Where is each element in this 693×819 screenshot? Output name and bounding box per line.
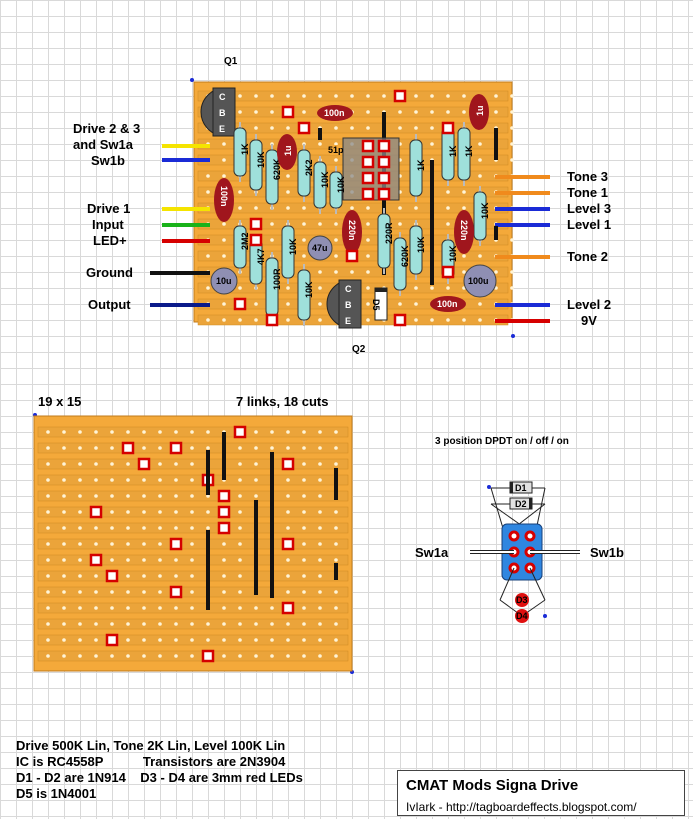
connection-label: Tone 3 xyxy=(567,169,608,184)
resistor-value: 4K7 xyxy=(256,248,266,265)
svg-text:220n: 220n xyxy=(459,220,469,241)
electrolytic-capacitors: 47u 10u 100u xyxy=(210,235,497,298)
left-wires xyxy=(150,144,210,307)
svg-text:100n: 100n xyxy=(324,108,345,118)
resistor-value: 100R xyxy=(272,268,282,290)
resistor-value: 1K xyxy=(240,143,250,155)
resistor-value: 2M2 xyxy=(240,232,250,250)
resistor-value: 10K xyxy=(480,202,490,219)
svg-text:51p: 51p xyxy=(328,145,344,155)
svg-text:D2: D2 xyxy=(515,499,527,509)
svg-text:B: B xyxy=(345,300,352,310)
svg-text:C: C xyxy=(219,92,226,102)
resistor-value: 10K xyxy=(304,281,314,298)
connection-label: 9V xyxy=(581,313,597,328)
svg-text:D3: D3 xyxy=(516,595,528,605)
author-url[interactable]: IvIark - http://tagboardeffects.blogspot… xyxy=(406,800,637,814)
links-cuts: 7 links, 18 cuts xyxy=(236,394,329,409)
svg-text:1u: 1u xyxy=(283,145,293,156)
resistor-value: 10K xyxy=(256,151,266,168)
svg-text:Sw1a: Sw1a xyxy=(415,545,449,560)
note-line: IC is RC4558P Transistors are 2N3904 xyxy=(16,754,286,769)
connection-label: Output xyxy=(88,297,131,312)
svg-text:B: B xyxy=(219,108,226,118)
resistor-value: 620K xyxy=(272,158,282,180)
svg-text:220n: 220n xyxy=(347,220,357,241)
svg-text:100n: 100n xyxy=(437,299,458,309)
svg-text:E: E xyxy=(219,124,225,134)
svg-text:100n: 100n xyxy=(219,186,229,207)
film-capacitors: 100n 1u 1u 100n 220n 220n 100n 51p xyxy=(214,94,489,312)
resistor-value: 10K xyxy=(288,238,298,255)
resistor-value: 1K xyxy=(464,145,474,157)
connection-label: Tone 1 xyxy=(567,185,608,200)
connection-label: Drive 1 xyxy=(87,201,130,216)
credit-box: CMAT Mods Signa Drive IvIark - http://ta… xyxy=(397,770,685,816)
connection-label: Tone 2 xyxy=(567,249,608,264)
svg-text:Sw1b: Sw1b xyxy=(590,545,624,560)
top-cuts xyxy=(233,89,455,327)
svg-text:D4: D4 xyxy=(516,611,528,621)
bottom-stripboard xyxy=(33,415,353,672)
svg-text:1u: 1u xyxy=(475,105,485,116)
dpdt-switch: 3 position DPDT on / off / on D1 D2 Sw1a… xyxy=(415,436,624,623)
note-line: D1 - D2 are 1N914 D3 - D4 are 3mm red LE… xyxy=(16,770,303,785)
connection-label: Sw1b xyxy=(91,153,125,168)
resistor-value: 1K xyxy=(448,145,458,157)
resistor-value: 10K xyxy=(320,171,330,188)
svg-text:100u: 100u xyxy=(468,276,489,286)
resistor-value: 2K2 xyxy=(304,159,314,176)
svg-text:47u: 47u xyxy=(312,243,328,253)
connection-label: LED+ xyxy=(93,233,127,248)
connection-label: Level 2 xyxy=(567,297,611,312)
svg-text:C: C xyxy=(345,284,352,294)
connection-label: and Sw1a xyxy=(73,137,134,152)
svg-text:E: E xyxy=(345,316,351,326)
resistor-value: 1K xyxy=(416,159,426,171)
project-title: CMAT Mods Signa Drive xyxy=(406,777,579,794)
resistor-value: 10K xyxy=(416,236,426,253)
connection-label: Input xyxy=(92,217,124,232)
resistors: 1K 10K 620K 2K2 10K 10K 1K 1K 1K 10K 2M2 4K7 10K 100R… xyxy=(233,122,490,326)
connection-label: Drive 2 & 3 xyxy=(73,121,140,136)
transistor-q1: C B E xyxy=(200,87,236,137)
connection-label: Level 1 xyxy=(567,217,611,232)
right-wires xyxy=(495,175,550,323)
label-q2: Q2 xyxy=(352,344,366,355)
svg-text:D1: D1 xyxy=(515,483,527,493)
svg-text:3 position DPDT on / off / on: 3 position DPDT on / off / on xyxy=(435,436,569,447)
svg-text:10u: 10u xyxy=(216,276,232,286)
resistor-value: 10K xyxy=(448,245,458,262)
note-line: D5 is 1N4001 xyxy=(16,786,97,801)
resistor-value: 10K xyxy=(336,176,346,193)
ic-chip xyxy=(342,137,400,201)
connection-label: Ground xyxy=(86,265,133,280)
resistor-value: 220R xyxy=(384,222,394,244)
transistor-q2: C B E xyxy=(326,279,362,329)
svg-text:D5: D5 xyxy=(371,299,381,311)
build-notes: Drive 500K Lin, Tone 2K Lin, Level 100K … xyxy=(16,738,396,802)
diode-d5: D5 xyxy=(371,287,388,321)
note-line: Drive 500K Lin, Tone 2K Lin, Level 100K … xyxy=(16,738,286,753)
label-q1: Q1 xyxy=(224,56,238,67)
board-size: 19 x 15 xyxy=(38,394,81,409)
connection-label: Level 3 xyxy=(567,201,611,216)
resistor-value: 620K xyxy=(400,245,410,267)
